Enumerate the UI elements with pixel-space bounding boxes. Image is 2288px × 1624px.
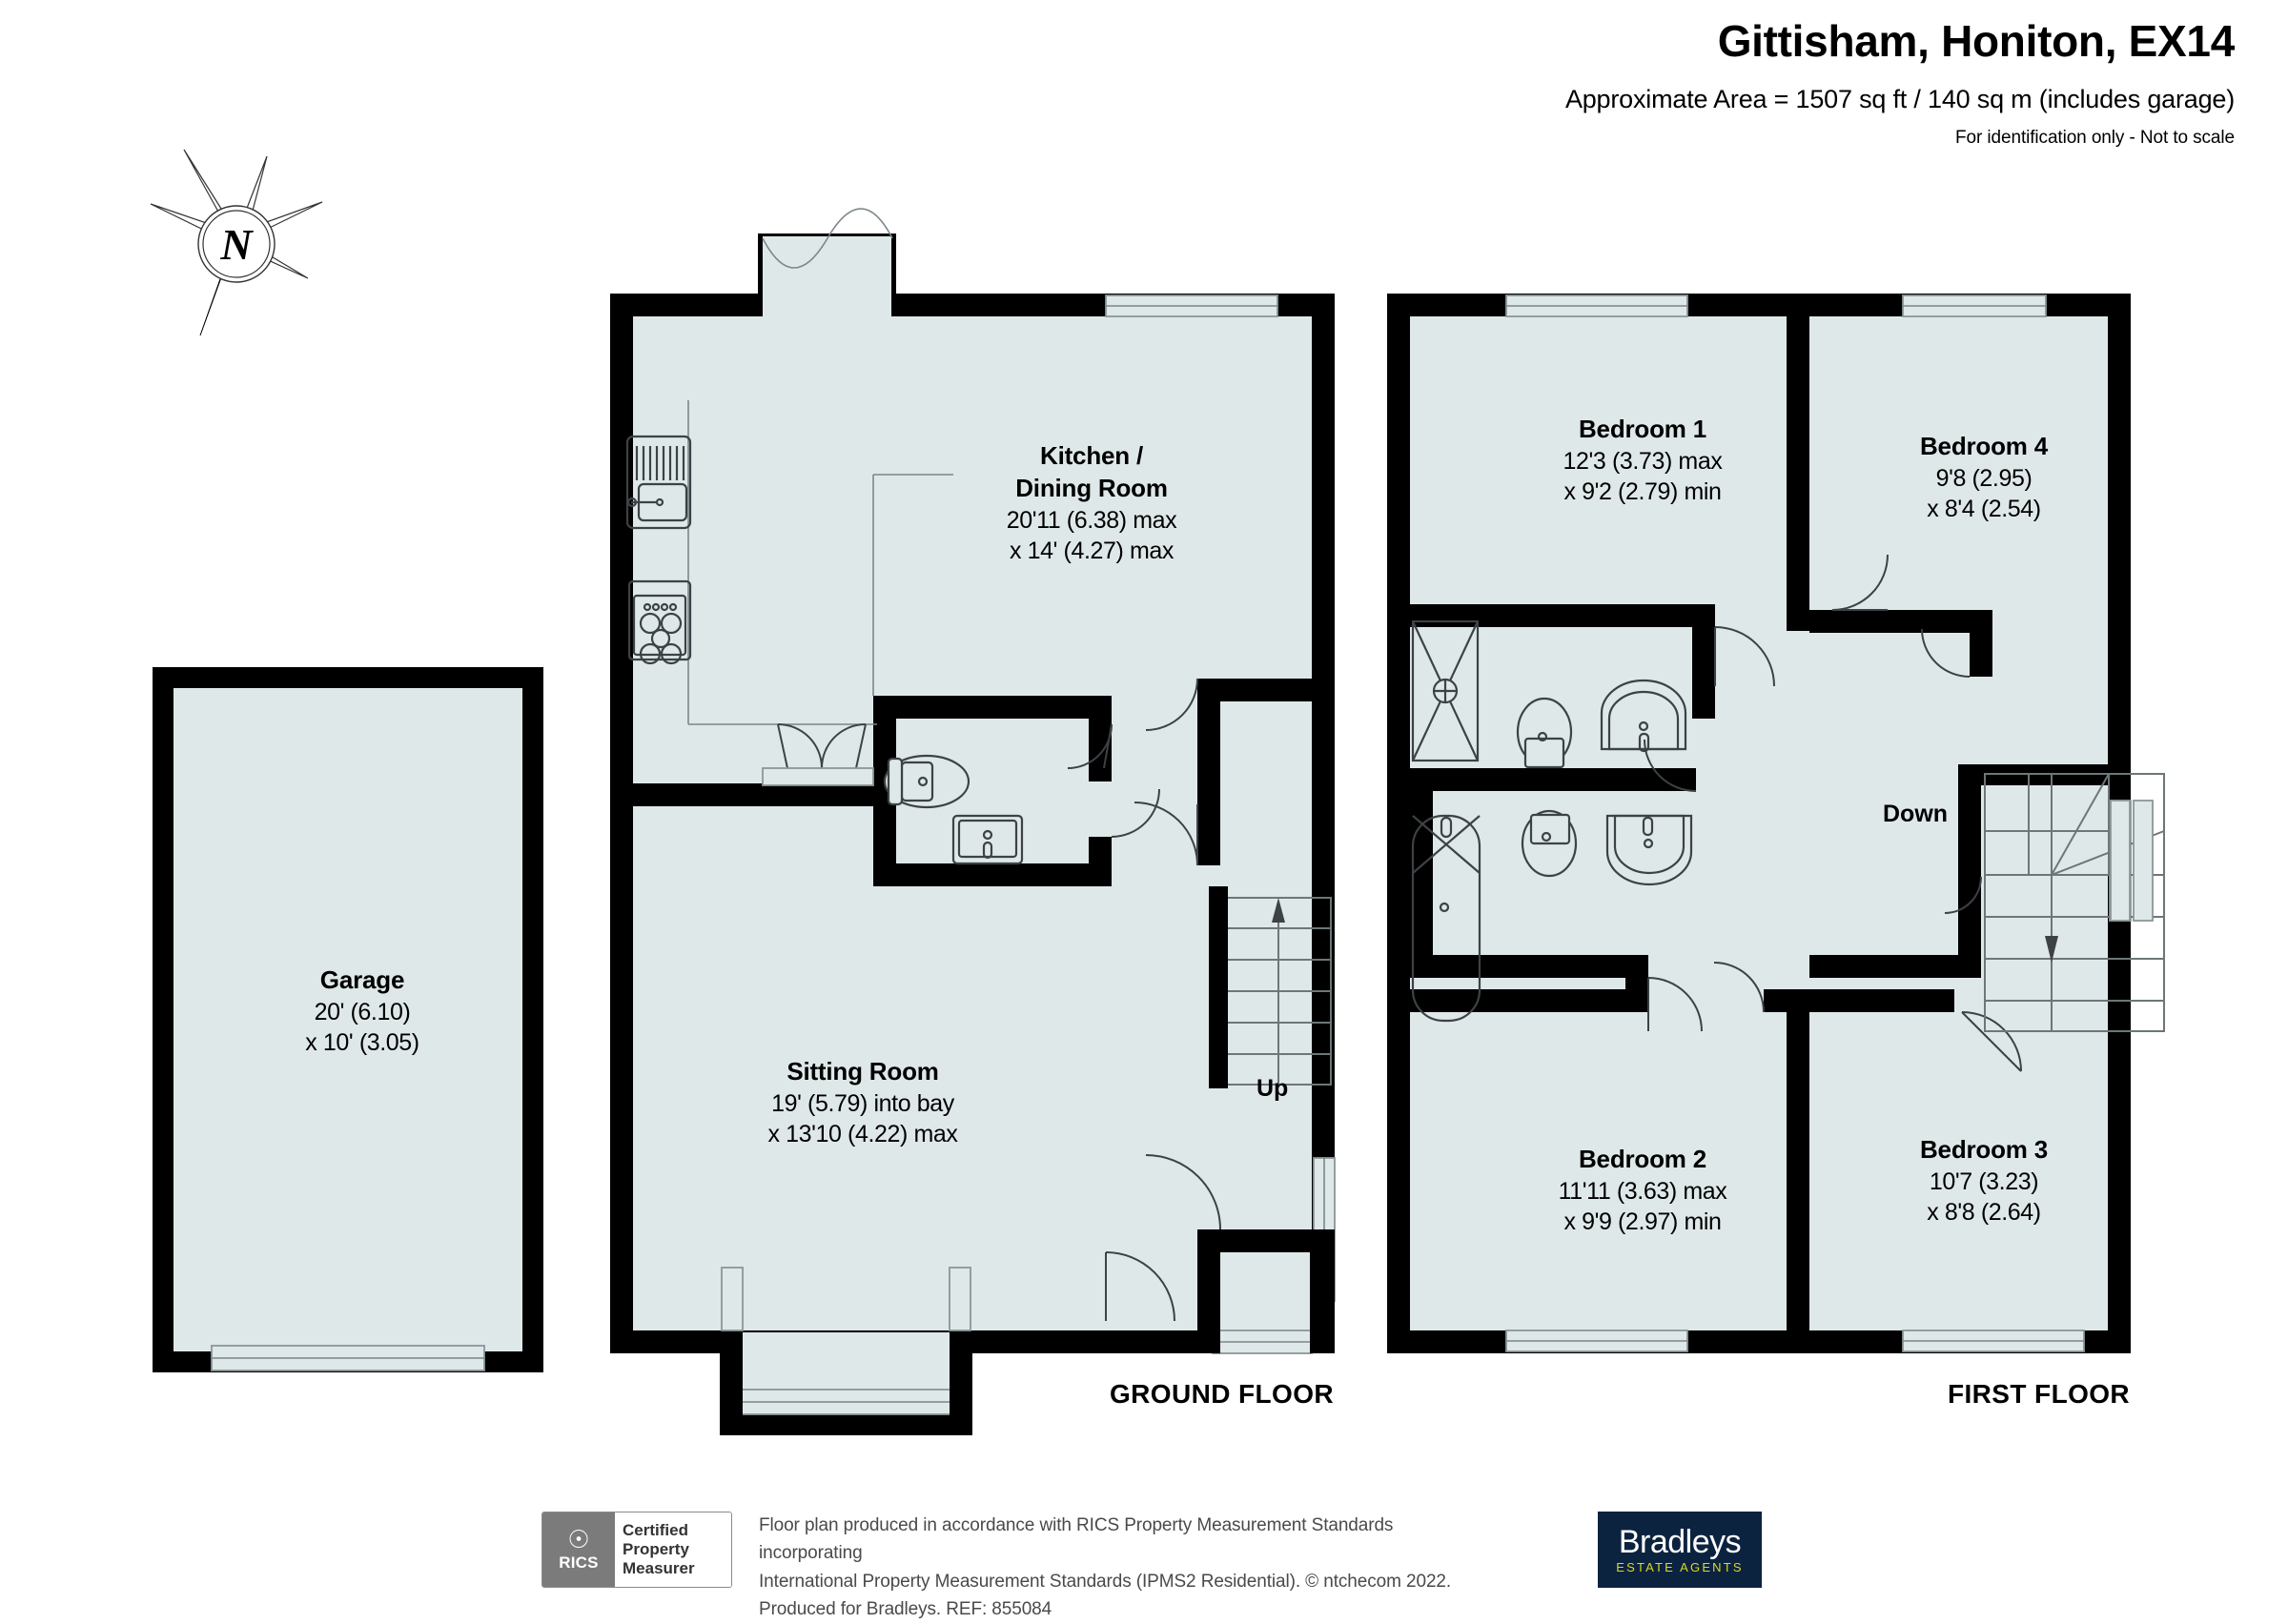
- ensuite-fixtures: [1411, 619, 1687, 769]
- bed3-name: Bedroom 3: [1919, 1135, 2048, 1164]
- bed4-name: Bedroom 4: [1919, 432, 2048, 460]
- first-floor-shell: [1387, 294, 2132, 1353]
- brand-name: Bradleys: [1618, 1523, 1742, 1560]
- kitchen-name2: Dining Room: [1015, 473, 1168, 502]
- brand-tagline: ESTATE AGENTS: [1616, 1559, 1744, 1574]
- garage-dim2: x 10' (3.05): [305, 1029, 419, 1057]
- rics-certified-badge: ☉ RICS Certified Property Measurer: [541, 1512, 732, 1588]
- bathroom-fixtures: [1411, 809, 1693, 1023]
- room-label-sitting-room: Sitting Room 19' (5.79) into bay x 13'10…: [705, 1056, 1020, 1150]
- compass-north-label: N: [219, 220, 254, 269]
- cloakroom-fixtures: [883, 723, 1160, 865]
- room-label-bedroom-3: Bedroom 3 10'7 (3.23) x 8'8 (2.64): [1846, 1134, 2122, 1228]
- bed4-dim2: x 8'4 (2.54): [1927, 496, 2041, 523]
- room-label-bedroom-4: Bedroom 4 9'8 (2.95) x 8'4 (2.54): [1846, 431, 2122, 525]
- first-floor-doors: [1644, 554, 2022, 1072]
- first-floor-label: FIRST FLOOR: [1948, 1379, 2131, 1409]
- identification-note: For identification only - Not to scale: [1955, 127, 2235, 148]
- bradleys-logo: Bradleys ESTATE AGENTS: [1598, 1512, 1762, 1588]
- bed1-dim2: x 9'2 (2.79) min: [1563, 478, 1722, 506]
- sitting-dim1: 19' (5.79) into bay: [771, 1089, 954, 1117]
- garage-name: Garage: [319, 965, 405, 994]
- area-summary: Approximate Area = 1507 sq ft / 140 sq m…: [1564, 84, 2235, 113]
- sitting-name: Sitting Room: [786, 1057, 939, 1086]
- legal-line-3: Produced for Bradleys. REF: 855084: [759, 1599, 1052, 1620]
- bed1-dim1: 12'3 (3.73) max: [1563, 447, 1723, 475]
- room-label-kitchen-dining: Kitchen / Dining Room 20'11 (6.38) max x…: [934, 440, 1249, 567]
- legal-text: Floor plan produced in accordance with R…: [759, 1512, 1483, 1624]
- sitting-dim2: x 13'10 (4.22) max: [767, 1121, 958, 1148]
- rics-emblem-icon: ☉: [567, 1525, 590, 1553]
- legal-line-2: International Property Measurement Stand…: [759, 1571, 1452, 1592]
- ground-floor-internal-walls: [633, 679, 1335, 1353]
- kitchen-dim1: 20'11 (6.38) max: [1006, 506, 1177, 534]
- rics-logo: ☉ RICS: [542, 1512, 615, 1587]
- room-label-garage: Garage 20' (6.10) x 10' (3.05): [229, 964, 496, 1059]
- bed2-name: Bedroom 2: [1578, 1145, 1706, 1173]
- bed3-dim2: x 8'8 (2.64): [1927, 1199, 2041, 1227]
- footer: ☉ RICS Certified Property Measurer Floor…: [541, 1512, 1483, 1624]
- bed2-dim2: x 9'9 (2.97) min: [1563, 1208, 1722, 1236]
- garage-dim1: 20' (6.10): [314, 998, 411, 1025]
- certified-line-1: Certified: [623, 1520, 688, 1539]
- stairs-down-label: Down: [1883, 801, 1949, 827]
- kitchen-dim2: x 14' (4.27) max: [1009, 538, 1175, 565]
- bed3-dim1: 10'7 (3.23): [1929, 1167, 2039, 1195]
- legal-line-1: Floor plan produced in accordance with R…: [759, 1515, 1394, 1564]
- bed2-dim1: 11'11 (3.63) max: [1558, 1177, 1727, 1205]
- compass-rose: N: [141, 145, 332, 345]
- certified-line-3: Measurer: [623, 1559, 695, 1578]
- stairs-up-label: Up: [1256, 1075, 1289, 1102]
- rics-wordmark: RICS: [559, 1553, 599, 1572]
- first-floor-staircase: [1984, 773, 2165, 1032]
- kitchen-name: Kitchen /: [1040, 441, 1143, 470]
- page-title: Gittisham, Honiton, EX14: [1717, 16, 2236, 66]
- ground-floor-label: GROUND FLOOR: [1110, 1379, 1335, 1409]
- bed4-dim1: 9'8 (2.95): [1935, 464, 2033, 492]
- hall-doors: [1105, 678, 1221, 1322]
- garage-block: [153, 667, 543, 1372]
- bed1-name: Bedroom 1: [1578, 415, 1706, 443]
- room-label-bedroom-2: Bedroom 2 11'11 (3.63) max x 9'9 (2.97) …: [1485, 1144, 1800, 1238]
- first-floor-internal-walls: [1410, 316, 2111, 1330]
- certified-line-2: Property: [623, 1539, 689, 1558]
- ground-floor-staircase: [1209, 886, 1332, 1088]
- kitchen-fixtures: [625, 400, 953, 786]
- header: Gittisham, Honiton, EX14 Approximate Are…: [1565, 17, 2235, 149]
- room-label-bedroom-1: Bedroom 1 12'3 (3.73) max x 9'2 (2.79) m…: [1485, 414, 1800, 508]
